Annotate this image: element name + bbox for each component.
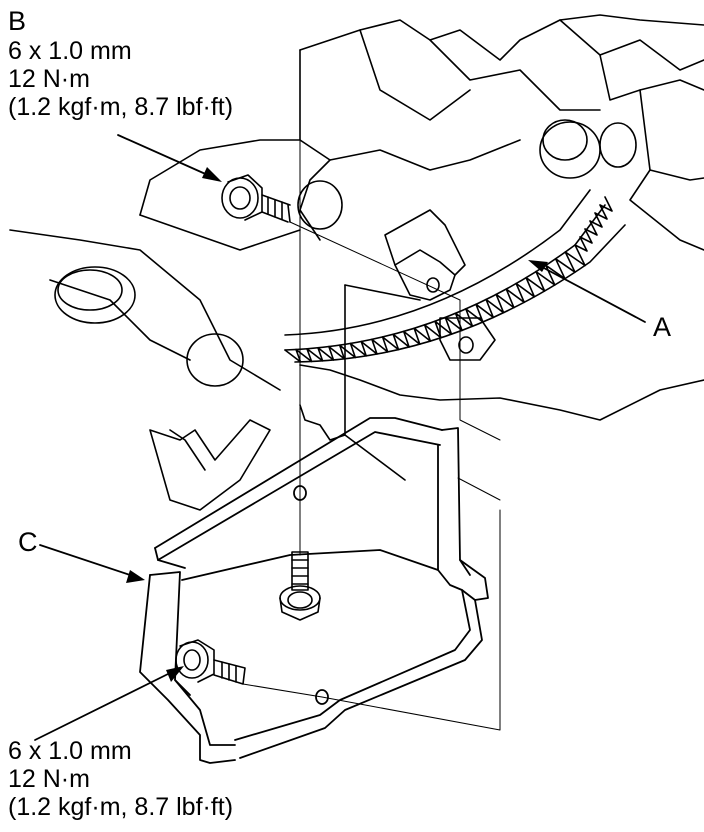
callout-a-label: A	[653, 312, 672, 342]
cover-plate	[139, 417, 489, 764]
bracket-plate	[384, 209, 496, 361]
bolt-center	[279, 551, 321, 621]
alignment-lines	[242, 139, 501, 731]
spec-bottom-size: 6 x 1.0 mm	[8, 737, 132, 765]
spec-bottom-torque: 12 N·m	[8, 765, 90, 793]
spec-top-torque: 12 N·m	[8, 65, 90, 93]
callout-c-label: C	[18, 527, 38, 557]
housing-skirt	[149, 284, 704, 511]
housing-bosses	[54, 119, 637, 387]
spec-top-size: 6 x 1.0 mm	[8, 37, 132, 65]
engine-housing	[9, 14, 704, 391]
callout-b-label: B	[8, 6, 27, 36]
spec-bottom-alt: (1.2 kgf·m, 8.7 lbf·ft)	[8, 793, 234, 821]
spec-top-alt: (1.2 kgf·m, 8.7 lbf·ft)	[8, 93, 234, 121]
arrowheads	[126, 167, 548, 682]
leader-arrows	[34, 134, 646, 741]
bolt-top-B	[221, 174, 291, 223]
bolt-bottom	[175, 639, 246, 685]
